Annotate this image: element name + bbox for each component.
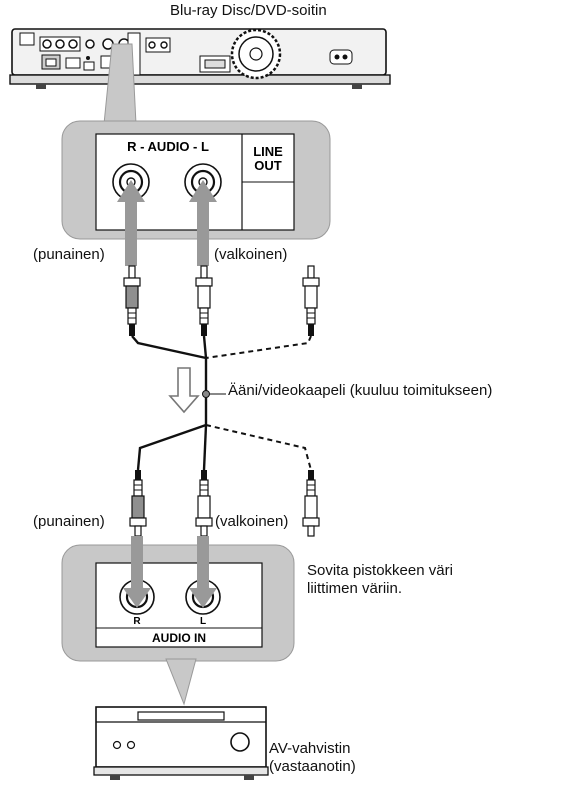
arrow-into-player-l bbox=[189, 180, 217, 266]
player-title: Blu-ray Disc/DVD-soitin bbox=[170, 2, 327, 19]
bottom-white-plug bbox=[195, 470, 213, 537]
signal-flow-arrow bbox=[168, 367, 200, 414]
receiver-jack-r-label: R bbox=[133, 616, 141, 627]
cable-leader-dot bbox=[202, 390, 210, 398]
arrow-into-receiver-l bbox=[189, 536, 217, 608]
player-audio-group-label: R - AUDIO - L bbox=[127, 139, 209, 154]
line-out-label-line1: LINE bbox=[253, 144, 283, 159]
av-receiver-device bbox=[93, 706, 269, 780]
bottom-white-label: (valkoinen) bbox=[215, 513, 289, 530]
receiver-label-2: (vastaanotin) bbox=[269, 758, 356, 775]
receiver-jack-l-label: L bbox=[200, 616, 206, 627]
top-white-plug bbox=[195, 265, 213, 336]
top-red-label: (punainen) bbox=[33, 246, 105, 263]
bottom-video-plug bbox=[302, 470, 320, 537]
top-white-label: (valkoinen) bbox=[214, 246, 288, 263]
receiver-callout: AUDIO IN R L bbox=[61, 544, 295, 706]
arrow-into-receiver-r bbox=[123, 536, 151, 608]
instruction-line-1: Sovita pistokkeen väri bbox=[307, 562, 453, 579]
line-out-label-line2: OUT bbox=[254, 158, 282, 173]
audio-in-label: AUDIO IN bbox=[152, 631, 206, 645]
av-cable-video-branch bbox=[205, 335, 312, 471]
top-video-plug bbox=[302, 265, 320, 336]
receiver-label-1: AV-vahvistin bbox=[269, 740, 351, 757]
bluray-player-device bbox=[9, 28, 391, 89]
cable-name-label: Ääni/videokaapeli (kuuluu toimitukseen) bbox=[228, 382, 493, 399]
bottom-red-label: (punainen) bbox=[33, 513, 105, 530]
arrow-into-player-r bbox=[117, 180, 145, 266]
av-cable bbox=[131, 335, 208, 471]
top-red-plug bbox=[123, 265, 141, 336]
instruction-line-2: liittimen väriin. bbox=[307, 580, 403, 597]
bottom-red-plug bbox=[129, 470, 147, 537]
